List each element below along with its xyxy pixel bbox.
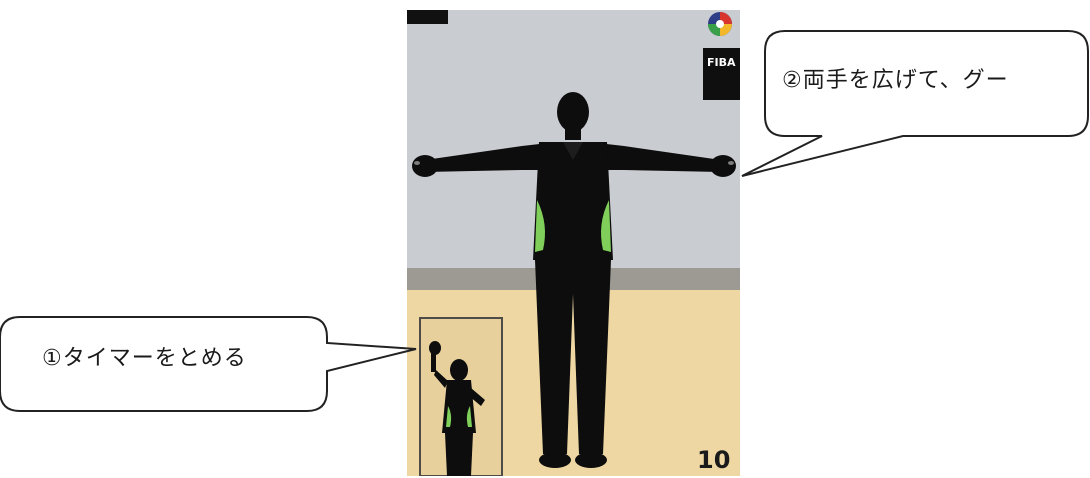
- callout-bubble-2: [742, 31, 1088, 176]
- illustration-svg: FIBA: [407, 10, 740, 476]
- callout-text-2: ②両手を広げて、グー: [782, 62, 1009, 94]
- frame-number: 10: [697, 446, 730, 474]
- inset-illustration: [420, 318, 502, 476]
- callout-text-1: ①タイマーをとめる: [42, 340, 247, 372]
- corner-tag: [407, 10, 448, 24]
- referee-illustration: FIBA: [407, 10, 740, 476]
- fiba-logo-text: FIBA: [707, 56, 736, 69]
